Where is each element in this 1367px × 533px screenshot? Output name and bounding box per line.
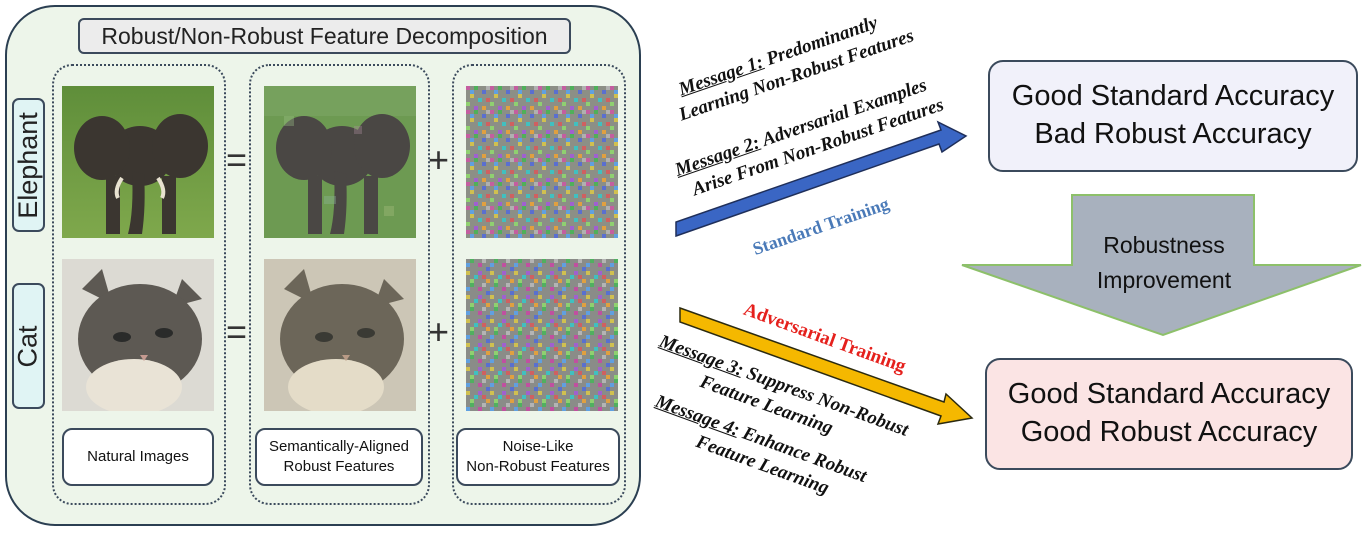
- adversarial-training-result-box: Good Standard Accuracy Good Robust Accur…: [985, 358, 1353, 470]
- elephant-natural-image: [62, 86, 214, 238]
- nonrobust-features-column: [452, 64, 626, 505]
- caption-natural-images: Natural Images: [62, 428, 214, 486]
- equals-sign-cat: =: [226, 311, 248, 352]
- caption-robust-features: Semantically-Aligned Robust Features: [255, 428, 423, 486]
- robustness-improvement-label: Robustness Improvement: [1096, 232, 1232, 293]
- elephant-noise-image: [466, 86, 618, 238]
- plus-sign-elephant: +: [428, 139, 450, 180]
- robustness-improvement-arrow: [961, 194, 1362, 337]
- plus-sign-cat: +: [428, 311, 450, 352]
- equals-sign-elephant: =: [226, 139, 248, 180]
- cat-robust-image: [264, 259, 416, 411]
- standard-training-arrow: [675, 120, 968, 238]
- robust-features-column: [249, 64, 430, 505]
- caption-nonrobust-features: Noise-Like Non-Robust Features: [456, 428, 620, 486]
- natural-images-column: [52, 64, 226, 505]
- standard-training-result-box: Good Standard Accuracy Bad Robust Accura…: [988, 60, 1358, 172]
- decomposition-title: Robust/Non-Robust Feature Decomposition: [78, 18, 571, 54]
- cat-natural-image: [62, 259, 214, 411]
- adversarial-training-arrow: [679, 306, 974, 425]
- row-label-elephant: Elephant: [12, 98, 45, 232]
- row-label-cat: Cat: [12, 283, 45, 409]
- elephant-robust-image: [264, 86, 416, 238]
- cat-noise-image: [466, 259, 618, 411]
